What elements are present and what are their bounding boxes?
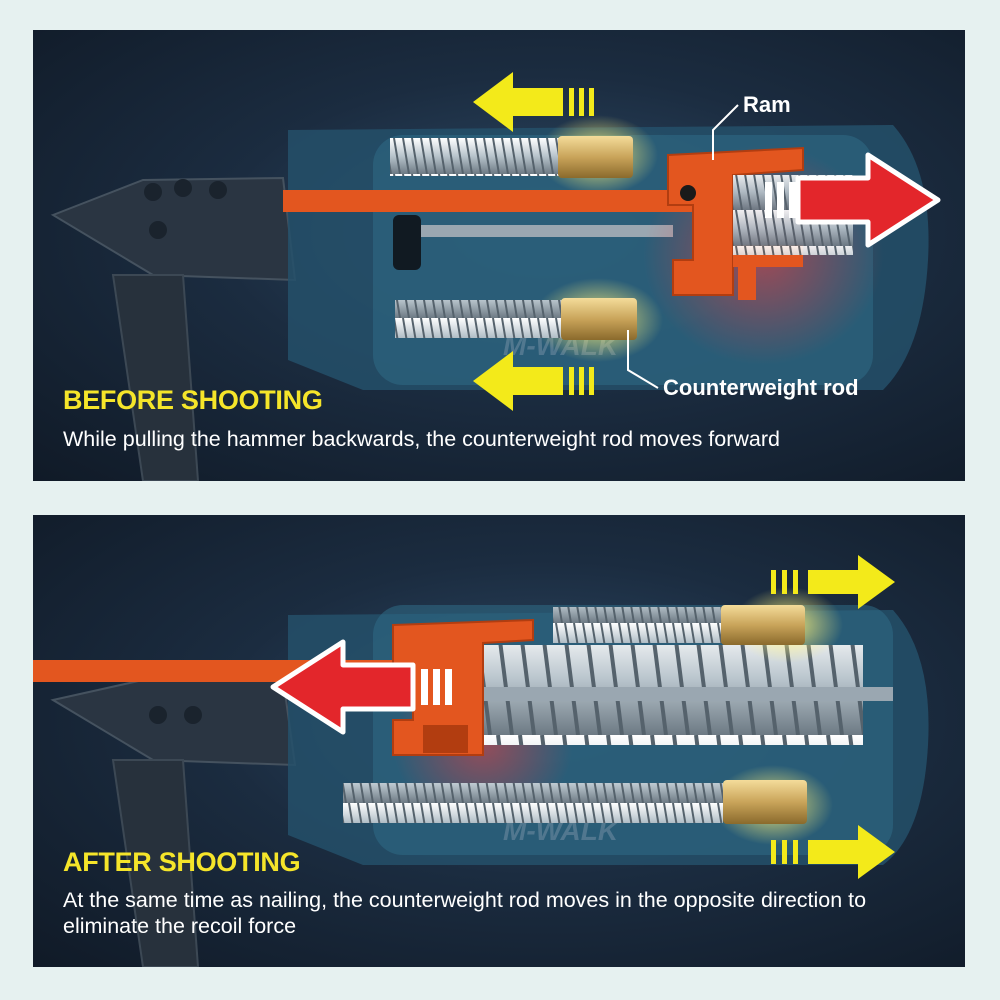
rod-bushing	[393, 215, 421, 270]
nailer-nose	[50, 676, 297, 967]
lower-counterweight-spring	[343, 783, 723, 823]
counterweight-leader-line	[627, 330, 659, 389]
lower-brass-weight	[723, 780, 807, 824]
upper-brass-weight	[721, 605, 805, 645]
yellow-arrow-icon	[771, 555, 895, 609]
after-shooting-panel: M-WALK	[33, 515, 965, 967]
before-shooting-heading: BEFORE SHOOTING	[63, 385, 323, 415]
lower-counterweight-spring	[395, 300, 565, 338]
before-shooting-cutaway-illustration: M-WALK	[50, 72, 941, 481]
upper-brass-weight	[558, 136, 633, 178]
counterweight-rod-callout: Counterweight rod	[663, 375, 859, 400]
red-arrow-icon	[270, 639, 452, 735]
before-shooting-description: While pulling the hammer backwards, the …	[63, 427, 780, 451]
lower-brass-weight	[561, 298, 637, 340]
guide-rod	[393, 225, 673, 237]
after-shooting-heading: AFTER SHOOTING	[63, 847, 301, 877]
upper-counterweight-spring	[553, 607, 723, 643]
ram-leader-line	[712, 104, 739, 160]
red-arrow-icon	[765, 152, 941, 248]
guide-rod	[463, 687, 893, 701]
yellow-arrow-icon	[771, 825, 895, 879]
ram-blade	[283, 190, 698, 212]
ram-callout: Ram	[743, 92, 791, 117]
upper-counterweight-spring	[390, 138, 560, 176]
after-shooting-description: At the same time as nailing, the counter…	[63, 888, 867, 938]
yellow-arrow-icon	[473, 72, 594, 132]
yellow-arrow-icon	[473, 351, 594, 411]
nailer-nose	[50, 176, 297, 481]
after-shooting-cutaway-illustration: M-WALK	[33, 555, 929, 967]
before-shooting-panel: M-WALK	[33, 30, 965, 481]
